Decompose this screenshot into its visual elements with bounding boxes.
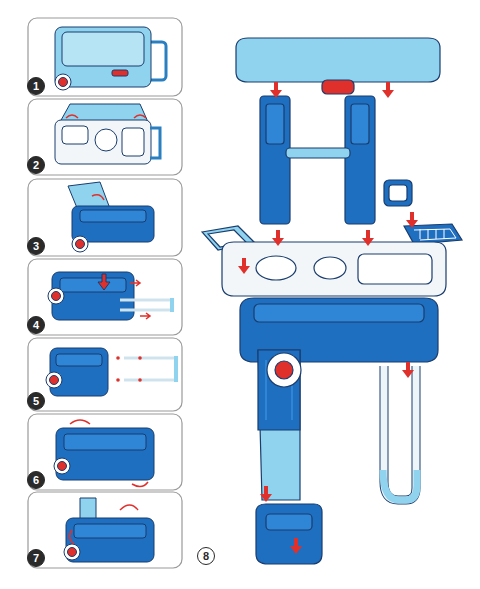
leg-unfold bbox=[68, 182, 154, 252]
callout-slot: 3 bbox=[27, 237, 45, 255]
rod-pullout bbox=[48, 272, 172, 320]
callout-slot: 1 bbox=[27, 77, 45, 95]
callout-slot: 7 bbox=[27, 549, 45, 567]
body-turn bbox=[54, 420, 154, 487]
callout-slot: 6 bbox=[27, 471, 45, 489]
callout-number: 6 bbox=[27, 471, 45, 489]
closed-case bbox=[55, 27, 166, 90]
callout-slot: 4 bbox=[27, 316, 45, 334]
callout-number: 2 bbox=[27, 156, 45, 174]
callout-number: 7 bbox=[27, 549, 45, 567]
callout-number: 4 bbox=[27, 316, 45, 334]
callout-number: 5 bbox=[27, 392, 45, 410]
callout-number: 3 bbox=[27, 237, 45, 255]
callout-slot: 5 bbox=[27, 392, 45, 410]
rod-insert bbox=[64, 498, 154, 562]
callout-slot: 8 bbox=[197, 547, 215, 565]
callout-number: 1 bbox=[27, 77, 45, 95]
callout-slot: 2 bbox=[27, 156, 45, 174]
step-panels bbox=[28, 18, 182, 568]
open-case bbox=[55, 104, 160, 164]
rod-separate bbox=[46, 348, 176, 396]
exploded-view bbox=[202, 38, 462, 564]
callout-number: 8 bbox=[197, 547, 215, 565]
